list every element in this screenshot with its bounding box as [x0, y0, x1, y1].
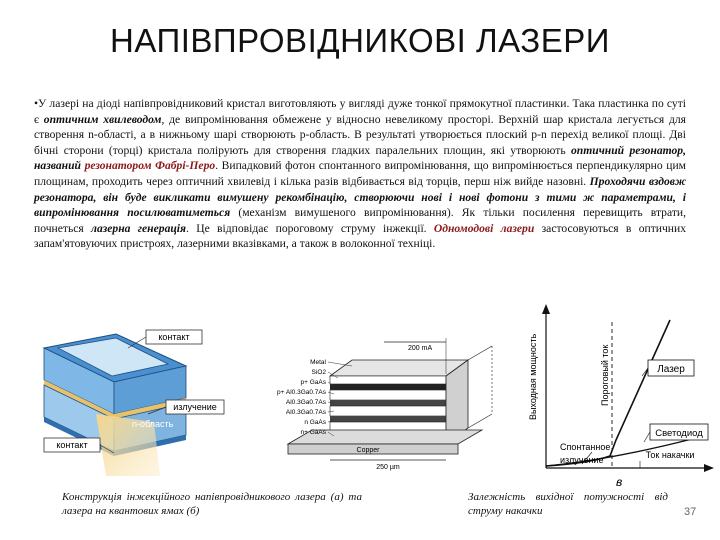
- label-p-region: p-область: [194, 380, 236, 390]
- label-contact-bottom: контакт: [56, 440, 87, 450]
- laser-curve: [545, 319, 671, 467]
- layer-label: Metal: [310, 359, 326, 366]
- led-curve-label: Светодиод: [655, 428, 703, 439]
- layer-label: p+ GaAs: [301, 379, 327, 386]
- caption-right: Залежність вихідної потужності від струм…: [468, 491, 668, 517]
- caption-left: Конструкція інжекційного напівпровіднико…: [62, 491, 362, 517]
- y-axis-label: Выходная мощность: [528, 334, 538, 420]
- spontaneous-label-line: Спонтанное: [560, 442, 610, 452]
- substrate-label: Copper: [357, 447, 381, 454]
- paragraph-text: застосовуються в оптичних запам'ятовуючи…: [34, 221, 686, 251]
- emphasis-fabry-perot: резонатором Фабрі-Перо: [84, 159, 216, 173]
- laser-beam: [96, 414, 160, 476]
- label-n-region: n-область: [132, 419, 174, 429]
- dim-bottom-label: 250 µm: [376, 464, 400, 471]
- layer-label: n+ GaAs: [301, 429, 327, 436]
- threshold-label: Пороговый ток: [600, 345, 610, 406]
- paragraph-text: . Це відповідає пороговому струму інжекц…: [186, 221, 434, 235]
- main-paragraph: •У лазері на діоді напівпровідниковий кр…: [34, 96, 686, 252]
- graph-letter: в: [616, 475, 622, 489]
- emphasis-waveguide: оптичним хвилеводом: [43, 112, 162, 126]
- dim-top-label: 200 mA: [408, 345, 432, 352]
- laser-curve-label: Лазер: [657, 364, 685, 375]
- layer-label: n GaAs: [304, 419, 326, 426]
- emphasis-single-mode: Одномодові лазери: [433, 221, 535, 235]
- pump-current-label: Ток накачки: [646, 450, 695, 460]
- label-radiation: излучение: [173, 402, 217, 412]
- label-contact-top: контакт: [158, 332, 189, 342]
- paragraph-text: (механізм вимушеного випромінювання). Як…: [34, 206, 686, 235]
- emphasis-lasing: лазерна генерація: [91, 221, 187, 235]
- power-current-graph: Выходная мощность Пороговый ток Лазер Св…: [528, 304, 714, 489]
- emphasis-stimulated: Проходячи вздовж резонатора, він буде ви…: [34, 174, 686, 220]
- spontaneous-label-line: излучение: [560, 455, 604, 465]
- quantum-well-figure: Copper Metal SiO2 p+ GaAs p+ Al0.3Ga0.7A…: [277, 338, 493, 471]
- paragraph-text: , де випромінювання обмежене у відносно …: [34, 112, 687, 157]
- paragraph-text: . Випадковий фотон спонтанного випроміню…: [34, 159, 686, 188]
- layer-label: SiO2: [312, 369, 327, 376]
- layer-label: Al0.3Ga0.7As: [286, 399, 327, 406]
- emphasis-resonator: оптичний резонатор, названий: [34, 143, 686, 173]
- layer-label: Al0.3Ga0.7As: [286, 409, 327, 416]
- spontaneous-label: Спонтанное излучение: [560, 442, 610, 465]
- laser-diode-figure: контакт p-область излучение n-область ко…: [42, 329, 236, 476]
- layer-label: p+ Al0.3Ga0.7As: [277, 389, 327, 396]
- paragraph-text: •У лазері на діоді напівпровідниковий кр…: [34, 97, 686, 126]
- page-number: 37: [684, 506, 697, 518]
- page-title: НАПІВПРОВІДНИКОВІ ЛАЗЕРИ: [110, 22, 610, 59]
